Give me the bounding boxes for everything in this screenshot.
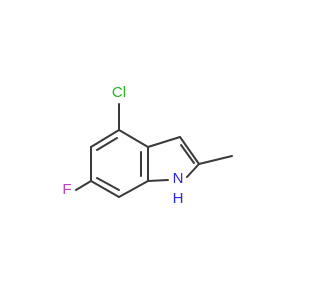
benzene-ring xyxy=(90,129,149,198)
nitrogen-label: N xyxy=(173,170,184,187)
bond-c6-c7 xyxy=(90,180,120,198)
pyrrole-ring xyxy=(147,136,200,182)
bond-n1-c7a xyxy=(147,179,169,182)
bond-c7-c7a xyxy=(118,180,149,198)
bond-c3-c2-inner xyxy=(180,144,195,164)
bond-c3-c2 xyxy=(179,136,200,165)
molecule-structure: Cl F N H xyxy=(62,84,233,207)
bond-c6-c7-inner xyxy=(96,177,120,191)
bond-c4-c5-inner xyxy=(96,137,118,151)
bond-c2-methyl xyxy=(198,155,233,165)
nh-hydrogen-label: H xyxy=(173,190,184,207)
fluorine-label: F xyxy=(62,181,71,198)
bond-c2-n1 xyxy=(186,163,200,178)
bond-c3a-c3 xyxy=(147,136,181,148)
chlorine-label: Cl xyxy=(112,84,126,101)
bond-c3a-c4 xyxy=(118,129,149,148)
bond-c6-f xyxy=(75,180,92,191)
bond-c4-c5 xyxy=(90,129,120,148)
